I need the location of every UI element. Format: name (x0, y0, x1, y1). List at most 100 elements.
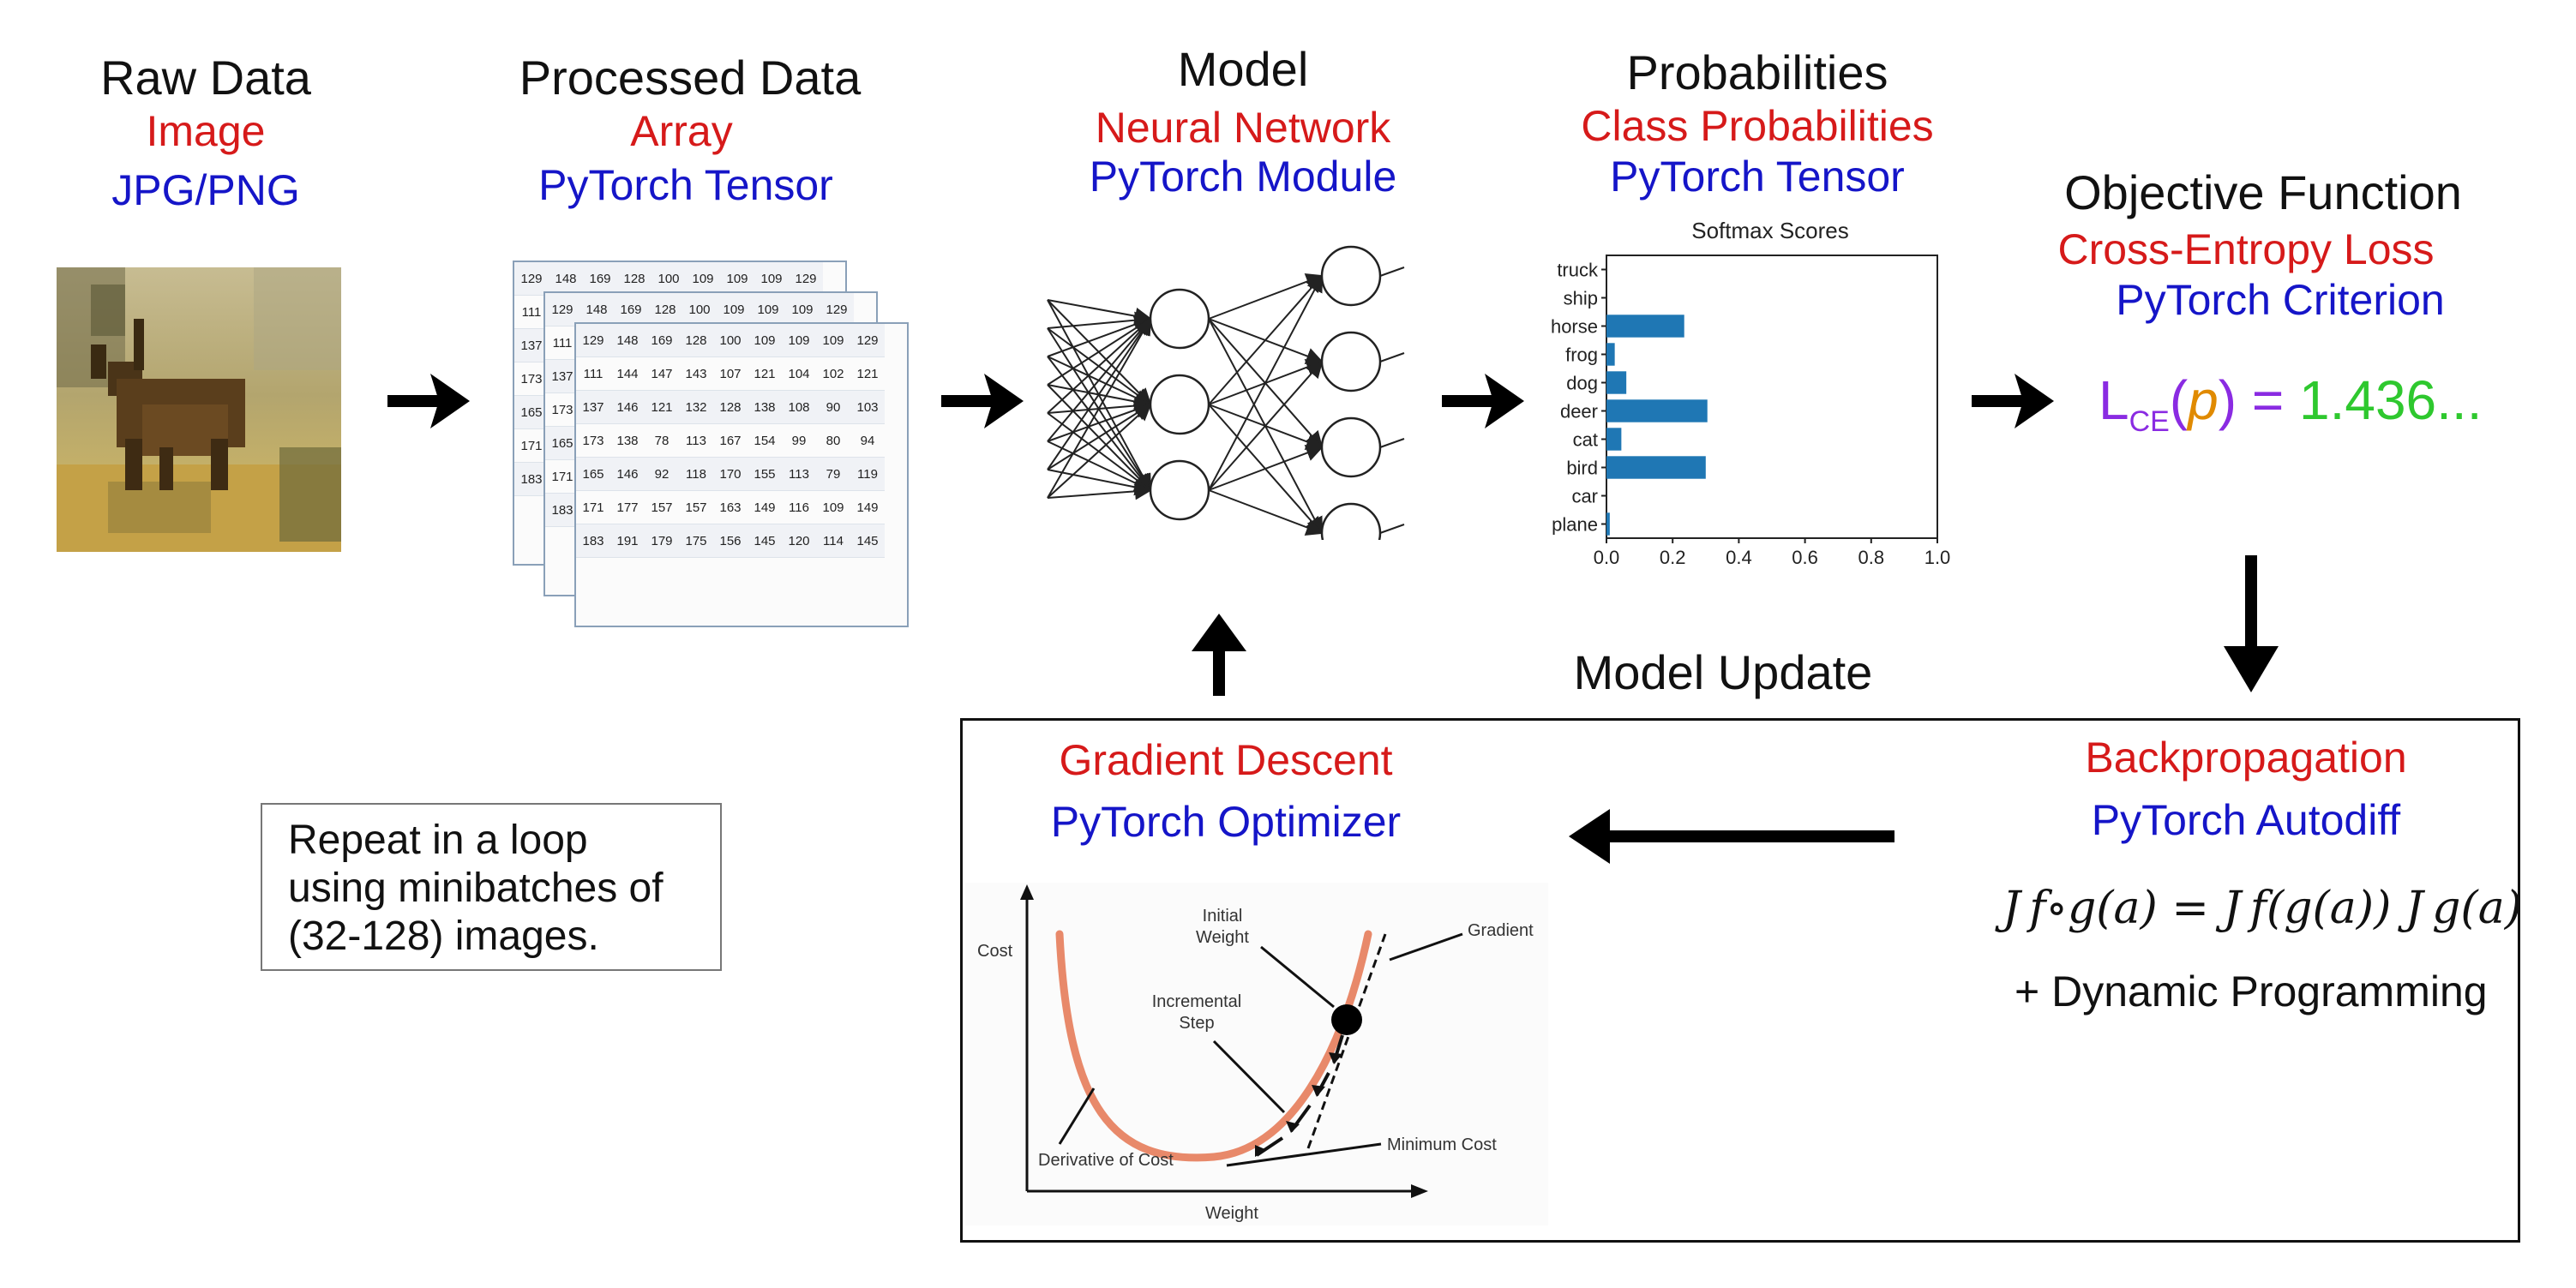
tensor-cell: 109 (816, 490, 850, 524)
tensor-cell: 173 (576, 423, 610, 458)
tensor-cell: 113 (679, 423, 713, 458)
tensor-cell: 144 (610, 356, 645, 391)
tensor-cell: 129 (850, 324, 885, 357)
incremental-step-label-1: Incremental (1152, 992, 1242, 1011)
deer-image (57, 267, 341, 552)
tensor-cell: 183 (545, 493, 579, 527)
tensor-cell: 99 (782, 423, 816, 458)
tensor-cell: 107 (713, 356, 748, 391)
tensor-cell: 109 (754, 262, 789, 296)
tensor-cell: 145 (850, 524, 885, 558)
tensor-cell: 102 (816, 356, 850, 391)
tensor-cell: 109 (686, 262, 720, 296)
tensor-cell: 148 (610, 324, 645, 357)
bar-frog (1606, 343, 1615, 366)
backprop-title-blue: PyTorch Autodiff (2091, 796, 2401, 844)
tensor-cell: 78 (645, 423, 679, 458)
tensor-cell: 175 (679, 524, 713, 558)
category-label-ship: ship (1564, 288, 1598, 309)
dynamic-programming-label: + Dynamic Programming (2015, 967, 2488, 1015)
tensor-cell: 138 (610, 423, 645, 458)
tensor-cell: 147 (645, 356, 679, 391)
softmax-chart: Softmax Scores truckshiphorsefrogdogdeer… (1551, 218, 1950, 568)
tensor-cell: 109 (717, 293, 751, 326)
x-tick-label: 0.8 (1858, 547, 1885, 568)
tensor-cell: 169 (583, 262, 617, 296)
raw-subtitle-blue: JPG/PNG (111, 166, 300, 214)
bar-bird (1606, 456, 1706, 479)
bar-deer (1606, 399, 1708, 422)
weight-axis-label: Weight (1205, 1204, 1258, 1223)
tensor-cell: 149 (748, 490, 782, 524)
tensor-cell: 111 (545, 326, 579, 360)
arrow-left-icon (1569, 809, 1894, 864)
cost-curve (1055, 930, 1372, 1162)
tensor-cell: 111 (576, 356, 610, 391)
tensor-cell: 79 (816, 457, 850, 491)
tensor-cell: 109 (785, 293, 820, 326)
tensor-cell: 121 (850, 356, 885, 391)
arrow-right-icon (387, 374, 470, 428)
tensor-cell: 132 (679, 390, 713, 424)
tensor-cell: 169 (645, 324, 679, 357)
tensor-cell: 120 (782, 524, 816, 558)
raw-title: Raw Data (100, 51, 311, 105)
tensor-cell: 129 (576, 324, 610, 357)
tensor-cell: 148 (579, 293, 614, 326)
category-label-truck: truck (1557, 260, 1599, 281)
tensor-cell: 149 (850, 490, 885, 524)
tensor-cell: 137 (545, 359, 579, 393)
tensor-cell: 109 (720, 262, 754, 296)
tensor-cell: 155 (748, 457, 782, 491)
tensor-cell: 80 (816, 423, 850, 458)
tensor-cell: 157 (645, 490, 679, 524)
chain-rule-formula: J f∘g(a) = J f(g(a)) J g(a) (2003, 883, 2522, 934)
tensor-cell: 103 (850, 390, 885, 424)
tensor-cell: 100 (713, 324, 748, 357)
neural-network-diagram (1047, 245, 1405, 540)
model-update-label: Model Update (1573, 645, 1873, 699)
tensor-cell: 119 (850, 457, 885, 491)
category-label-car: car (1571, 486, 1598, 507)
loss-symbol: L (2099, 369, 2129, 431)
bar-plane (1606, 512, 1610, 536)
tensor-cell: 163 (713, 490, 748, 524)
bar-horse (1606, 315, 1684, 338)
tensor-cell: 128 (617, 262, 652, 296)
tensor-cell: 167 (713, 423, 748, 458)
arrow-up-icon (1192, 614, 1246, 696)
tensor-cell: 108 (782, 390, 816, 424)
tensor-cell: 128 (713, 390, 748, 424)
gradient-label: Gradient (1468, 921, 1534, 940)
tensor-cell: 173 (545, 392, 579, 427)
tensor-cell: 169 (614, 293, 648, 326)
tensor-cell: 177 (610, 490, 645, 524)
derivative-label: Derivative of Cost (1038, 1151, 1174, 1170)
tensor-cell: 171 (545, 459, 579, 494)
bar-dog (1606, 371, 1627, 394)
category-label-frog: frog (1565, 344, 1598, 366)
tensor-cell: 114 (816, 524, 850, 558)
update-box (960, 718, 2520, 1243)
tensor-cell: 146 (610, 390, 645, 424)
category-label-horse: horse (1551, 316, 1598, 338)
tensor-cell: 165 (514, 395, 549, 429)
x-tick-label: 0.4 (1726, 547, 1752, 568)
tensor-cell: 143 (679, 356, 713, 391)
loss-p: p (2188, 369, 2219, 431)
tensor-cell: 129 (820, 293, 854, 326)
tensor-cell: 109 (816, 324, 850, 357)
tensor-cell: 90 (816, 390, 850, 424)
loss-close-paren: ) (2218, 369, 2237, 431)
processed-subtitle-red: Array (630, 107, 733, 155)
tensor-cell: 156 (713, 524, 748, 558)
tensor-cell: 111 (514, 295, 549, 329)
tensor-cell: 170 (713, 457, 748, 491)
objective-subtitle-red: Cross-Entropy Loss (2057, 225, 2435, 273)
tensor-cell: 148 (549, 262, 583, 296)
probabilities-subtitle-blue: PyTorch Tensor (1610, 153, 1905, 201)
category-label-dog: dog (1566, 373, 1598, 394)
tensor-cell: 118 (679, 457, 713, 491)
tensor-cell: 191 (610, 524, 645, 558)
loss-open-paren: ( (2169, 369, 2189, 431)
